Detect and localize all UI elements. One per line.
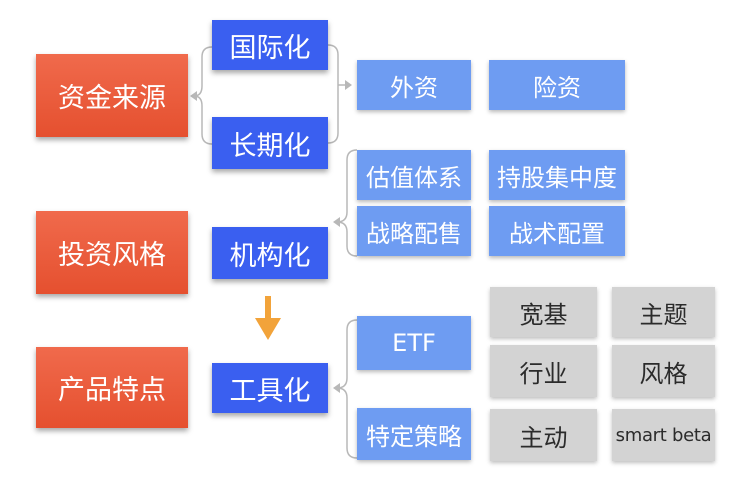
category-investment-style: 投资风格 bbox=[36, 211, 188, 294]
bracket-funding-tip bbox=[190, 91, 197, 101]
trend-long-term: 长期化 bbox=[212, 117, 328, 169]
product-style: 风格 bbox=[612, 345, 715, 397]
bracket-tool-detail-tip bbox=[333, 383, 340, 393]
product-industry: 行业 bbox=[490, 345, 597, 397]
detail-foreign-capital: 外资 bbox=[357, 60, 471, 110]
bracket-style-detail bbox=[336, 149, 358, 257]
detail-strategic-placement: 战略配售 bbox=[357, 206, 471, 256]
trend-institutionalization: 机构化 bbox=[212, 227, 328, 279]
trend-instrumentalization: 工具化 bbox=[212, 363, 328, 413]
bracket-trends-funding-detail bbox=[327, 44, 345, 144]
product-theme: 主题 bbox=[612, 287, 715, 337]
product-smart-beta: smart beta bbox=[612, 409, 715, 461]
trend-internationalization: 国际化 bbox=[212, 20, 328, 70]
category-funding-source: 资金来源 bbox=[36, 54, 188, 137]
category-product-features: 产品特点 bbox=[36, 347, 188, 428]
detail-valuation-system: 估值体系 bbox=[357, 150, 471, 200]
detail-insurance-capital: 险资 bbox=[489, 60, 625, 110]
detail-specific-strategy: 特定策略 bbox=[357, 408, 471, 460]
product-active: 主动 bbox=[490, 409, 597, 461]
detail-etf: ETF bbox=[357, 316, 471, 370]
detail-holding-concentration: 持股集中度 bbox=[489, 150, 625, 200]
detail-tactical-allocation: 战术配置 bbox=[489, 206, 625, 256]
down-arrow-icon bbox=[255, 296, 281, 340]
product-broad-based: 宽基 bbox=[490, 287, 597, 337]
bracket-style-detail-tip bbox=[333, 217, 340, 227]
bracket-funding-detail-tip bbox=[345, 80, 352, 90]
